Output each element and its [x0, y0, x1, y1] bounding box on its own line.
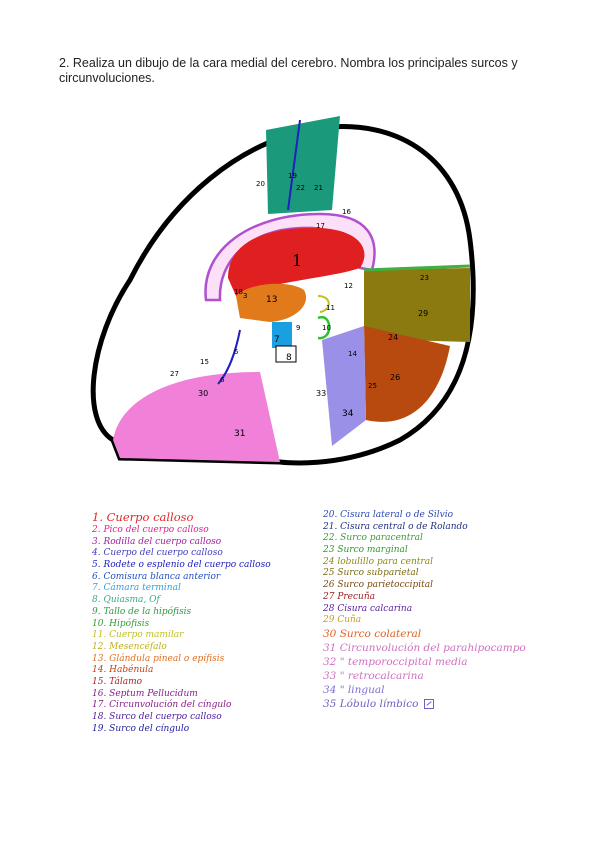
label-19: 19 — [288, 172, 297, 180]
central-sulcus — [287, 119, 301, 211]
mamillary-mark — [317, 295, 330, 313]
label-21: 21 — [314, 184, 323, 192]
legend-right-item: 33 " retrocalcarina — [323, 669, 424, 682]
legend-left-item: 16. Septum Pellucidum — [92, 688, 198, 699]
legend-left-item: 2. Pico del cuerpo calloso — [92, 525, 209, 535]
legend-right-item: 29 Cuña — [323, 615, 362, 626]
label-25: 25 — [368, 382, 377, 390]
legend-left-item: 12. Mesencéfalo — [92, 641, 167, 652]
legend-right-item: 24 lobulillo para central — [323, 556, 433, 567]
legend-left-item: 13. Glándula pineal o epífisis — [92, 653, 225, 664]
legend-left-item: 19. Surco del cíngulo — [92, 723, 190, 734]
label-22: 22 — [296, 184, 305, 192]
legend-left-item: 15. Tálamo — [92, 676, 143, 687]
label-14: 14 — [348, 350, 357, 358]
label-20: 20 — [256, 180, 265, 188]
label-26: 26 — [390, 373, 400, 382]
orange-region — [236, 283, 307, 322]
label-6: 6 — [220, 376, 225, 384]
legend-right-item: 21. Cisura central o de Rolando — [323, 521, 468, 532]
legend-left-item: 6. Comisura blanca anterior — [92, 571, 221, 582]
legend-left-item: 7. Cámara terminal — [92, 583, 181, 594]
label-8: 8 — [286, 353, 292, 363]
parahippocampal-region — [113, 372, 280, 462]
legend-right-item: 32 " temporoccipital media — [323, 655, 468, 668]
label-12: 12 — [344, 282, 353, 290]
legend-left-item: 5. Rodete o esplenio del cuerpo calloso — [92, 560, 271, 571]
marginal-sulcus-line — [363, 264, 471, 272]
label-1: 1 — [292, 251, 302, 270]
legend-left-item: 4. Cuerpo del cuerpo calloso — [92, 548, 223, 559]
legend-right-item: 26 Surco parietoccipital — [323, 580, 434, 591]
label-24: 24 — [388, 333, 398, 342]
legend-left-item: 8. Quiasma, Of — [92, 595, 160, 606]
hypophysis-mark — [317, 315, 331, 340]
legend-right-item: 23 Surco marginal — [323, 545, 408, 556]
label-11: 11 — [326, 304, 335, 312]
legend-left-item: 14. Habénula — [92, 665, 154, 676]
paracentral-region — [266, 116, 340, 214]
label-15: 15 — [200, 358, 209, 366]
legend-right-item: 22. Surco paracentral — [323, 533, 423, 544]
label-33: 33 — [316, 389, 326, 398]
lingual-region — [322, 326, 366, 446]
label-34: 34 — [342, 409, 354, 419]
label-9: 9 — [296, 324, 300, 332]
septum-region — [272, 322, 292, 348]
olive-region — [364, 268, 470, 342]
legend-right-item: 31 Circunvolución del parahipocampo — [323, 641, 526, 654]
checkbox-doodle-icon — [424, 698, 435, 709]
legend-left-item: 9. Tallo de la hipófisis — [92, 606, 192, 617]
chiasm-box — [275, 345, 297, 363]
label-3: 3 — [243, 292, 247, 300]
corpus-callosum — [228, 227, 365, 296]
rostrum-mark — [217, 329, 241, 385]
legend-right-item: 25 Surco subparietal — [323, 568, 419, 579]
legend-left-item: 3. Rodilla del cuerpo calloso — [92, 536, 222, 547]
label-18: 18 — [234, 288, 243, 296]
legend-right-item: 34 " lingual — [323, 683, 385, 696]
legend-right-item: 27 Precuña — [323, 591, 375, 602]
legend-left-item: 1. Cuerpo calloso — [92, 510, 194, 524]
label-29: 29 — [418, 309, 428, 318]
legend-right-item: 35 Lóbulo límbico — [323, 697, 526, 711]
legend-left-item: 18. Surco del cuerpo calloso — [92, 712, 222, 722]
label-13: 13 — [266, 295, 277, 305]
label-17: 17 — [316, 222, 325, 230]
legend-right-item: 28 Cisura calcarina — [323, 603, 413, 614]
label-31: 31 — [234, 429, 245, 439]
label-16: 16 — [342, 208, 351, 216]
legend-left-item: 10. Hipófisis — [92, 618, 150, 629]
legend-right-item: 30 Surco colateral — [323, 627, 422, 640]
label-10: 10 — [322, 324, 331, 332]
label-23: 23 — [420, 274, 429, 282]
legend-left-item: 11. Cuerpo mamilar — [92, 630, 184, 641]
legend-right-item: 20. Cisura lateral o de Silvio — [323, 510, 454, 520]
label-7: 7 — [274, 335, 280, 345]
label-5: 5 — [234, 348, 238, 356]
label-30: 30 — [198, 389, 208, 398]
label-27: 27 — [170, 370, 179, 378]
legend-left-item: 17. Circunvolución del cíngulo — [92, 700, 232, 711]
cuneus-region — [364, 326, 450, 422]
question-text: 2. Realiza un dibujo de la cara medial d… — [59, 56, 518, 85]
